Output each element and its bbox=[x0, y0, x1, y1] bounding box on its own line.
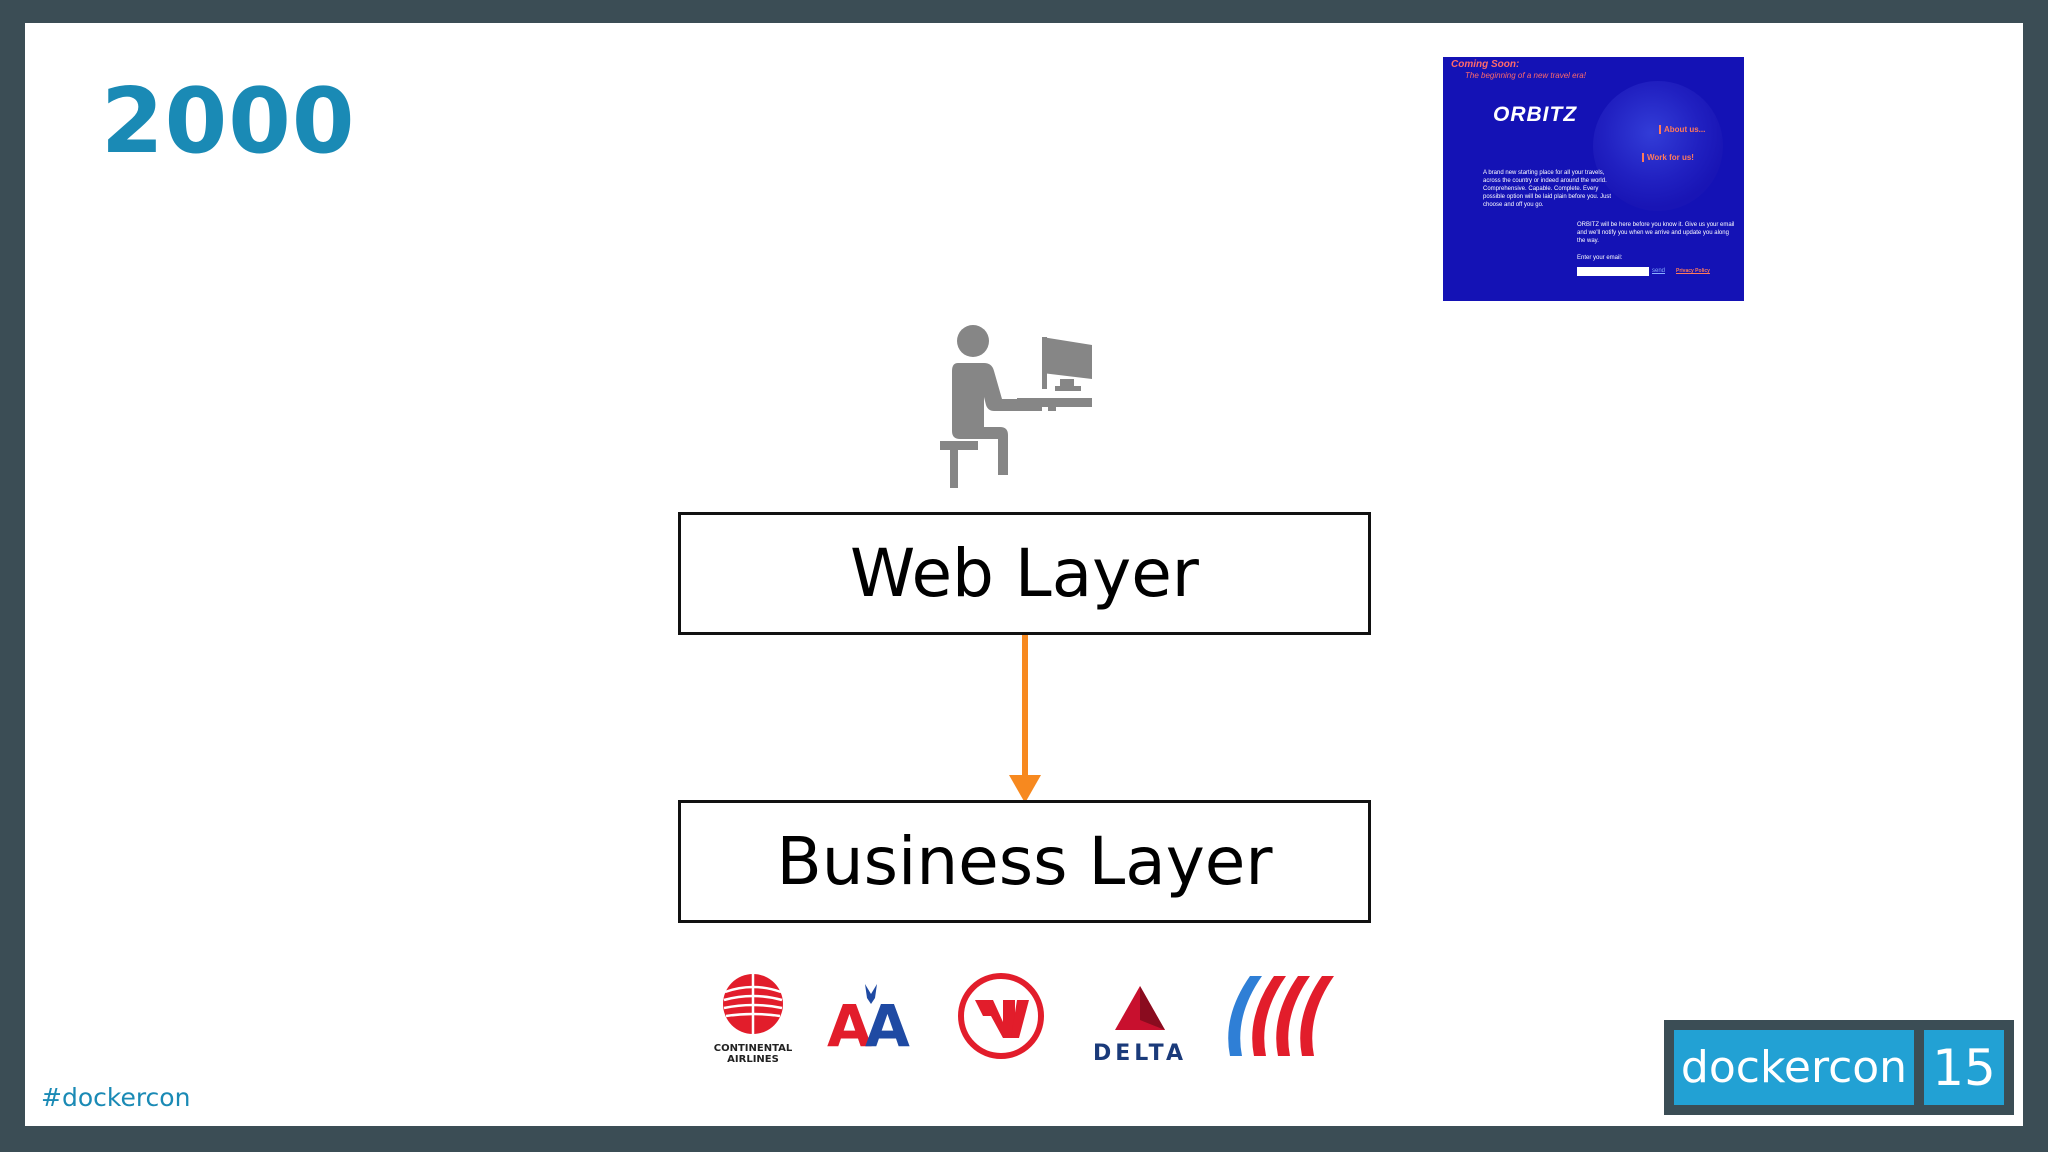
business-layer-label: Business Layer bbox=[776, 823, 1273, 900]
northwest-logo bbox=[958, 973, 1044, 1059]
american-airlines-logo: A A bbox=[827, 984, 910, 1060]
orbitz-email-label: Enter your email: bbox=[1577, 255, 1623, 261]
globe-graphic bbox=[1593, 81, 1723, 211]
dockercon-year-number: 15 bbox=[1924, 1030, 2004, 1105]
svg-text:A: A bbox=[827, 992, 872, 1060]
orbitz-work-link: Work for us! bbox=[1642, 153, 1694, 162]
orbitz-about-link: About us... bbox=[1659, 125, 1705, 134]
dockercon-badge: dockercon 15 bbox=[1664, 1020, 2014, 1115]
arrow-down-icon bbox=[1009, 635, 1041, 803]
delta-logo: DELTA bbox=[1093, 986, 1187, 1066]
web-layer-box: Web Layer bbox=[678, 512, 1371, 635]
orbitz-screenshot: Coming Soon: The beginning of a new trav… bbox=[1443, 57, 1744, 301]
business-layer-box: Business Layer bbox=[678, 800, 1371, 923]
web-layer-label: Web Layer bbox=[850, 535, 1199, 612]
dockercon-logo-text: dockercon bbox=[1674, 1030, 1914, 1105]
continental-logo: CONTINENTAL AIRLINES bbox=[714, 974, 793, 1065]
continental-label-line1: CONTINENTAL bbox=[714, 1043, 793, 1054]
hashtag: #dockercon bbox=[41, 1083, 191, 1112]
united-logo bbox=[1228, 976, 1334, 1056]
slide-title: 2000 bbox=[101, 69, 356, 174]
delta-label: DELTA bbox=[1093, 1041, 1187, 1066]
svg-text:A: A bbox=[865, 992, 910, 1060]
orbitz-description: A brand new starting place for all your … bbox=[1483, 170, 1612, 208]
orbitz-coming-soon: Coming Soon: bbox=[1451, 59, 1520, 70]
continental-label-line2: AIRLINES bbox=[727, 1054, 779, 1065]
orbitz-send-link: send bbox=[1652, 268, 1666, 274]
person-at-computer-icon bbox=[940, 325, 1092, 488]
orbitz-privacy-link: Privacy Policy bbox=[1676, 268, 1710, 274]
orbitz-notify-text: ORBITZ will be here before you know it. … bbox=[1577, 222, 1735, 244]
orbitz-logo: ORBITZ bbox=[1493, 103, 1578, 126]
orbitz-email-field bbox=[1577, 267, 1649, 276]
slide: 2000 Coming Soon: The beginning of a new… bbox=[25, 23, 2023, 1126]
orbitz-tagline: The beginning of a new travel era! bbox=[1465, 71, 1586, 80]
